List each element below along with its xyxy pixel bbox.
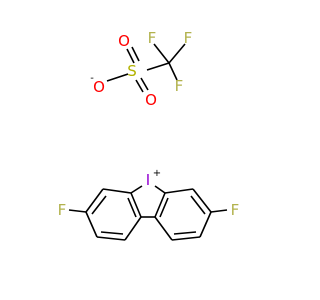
ring-right-bond-4	[171, 236, 201, 241]
ring-left-double-1	[91, 195, 107, 215]
s-o-right-bond-a	[135, 79, 144, 93]
s-o-top-bond-a	[126, 48, 135, 64]
fluorine-left-ring-atom: F	[58, 201, 67, 219]
oxygen-top-atom: O	[118, 32, 130, 50]
c-f-top-bond	[168, 43, 186, 64]
s-o-right-bond-b	[140, 77, 149, 91]
c-f-left-bond	[153, 43, 170, 64]
sulfur-atom: S	[127, 62, 137, 80]
ring-left-bond-3	[85, 211, 98, 238]
ring-right-bond-6	[154, 192, 166, 218]
oxygen-right-atom: O	[145, 91, 157, 109]
fluorine-top-atom: F	[184, 29, 193, 47]
c-f-right-bond	[168, 62, 178, 81]
cation-atoms: I + F F	[58, 168, 240, 219]
ring-right-bond-5	[154, 216, 173, 241]
c-f-left-ring-bond	[68, 209, 87, 213]
ring-left-double-3	[127, 197, 137, 218]
c-f-right-ring-bond	[210, 209, 228, 213]
ring-left-bond-5	[124, 216, 142, 241]
ring-left-bond-2	[85, 188, 104, 213]
ring-right-bond-1	[164, 188, 194, 194]
triflate-bonds	[106, 43, 186, 93]
ring-right-double-1	[190, 195, 206, 215]
s-o-top-bond-b	[131, 46, 140, 62]
ring-right-bond-3	[199, 211, 212, 238]
ring-left-bond-6	[130, 192, 142, 218]
c-i-right-bond	[154, 185, 166, 194]
ring-right-bond-2	[192, 188, 212, 213]
cation-bonds	[68, 185, 228, 241]
iodine-atom: I	[146, 171, 150, 189]
c-i-left-bond	[130, 185, 143, 194]
structure-diagram: S O O O - F F F I + F F	[58, 29, 240, 241]
triflate-atoms: S O O O - F F F	[90, 29, 192, 109]
ring-left-double-2	[100, 231, 124, 235]
ring-left-bond-1	[102, 188, 132, 194]
fluorine-right-ring-atom: F	[231, 201, 240, 219]
minus-charge: -	[90, 73, 94, 84]
fluorine-right-atom: F	[175, 77, 184, 95]
oxygen-minus-atom: O	[93, 78, 105, 96]
ring-right-double-3	[159, 197, 169, 218]
ring-right-double-2	[173, 231, 197, 235]
ring-left-bond-4	[96, 236, 126, 241]
molecule-canvas: S O O O - F F F I + F F	[58, 29, 240, 241]
plus-charge: +	[153, 168, 161, 179]
s-c-bond	[146, 62, 170, 71]
fluorine-left-atom: F	[148, 29, 157, 47]
s-o-minus-bond	[106, 73, 129, 82]
